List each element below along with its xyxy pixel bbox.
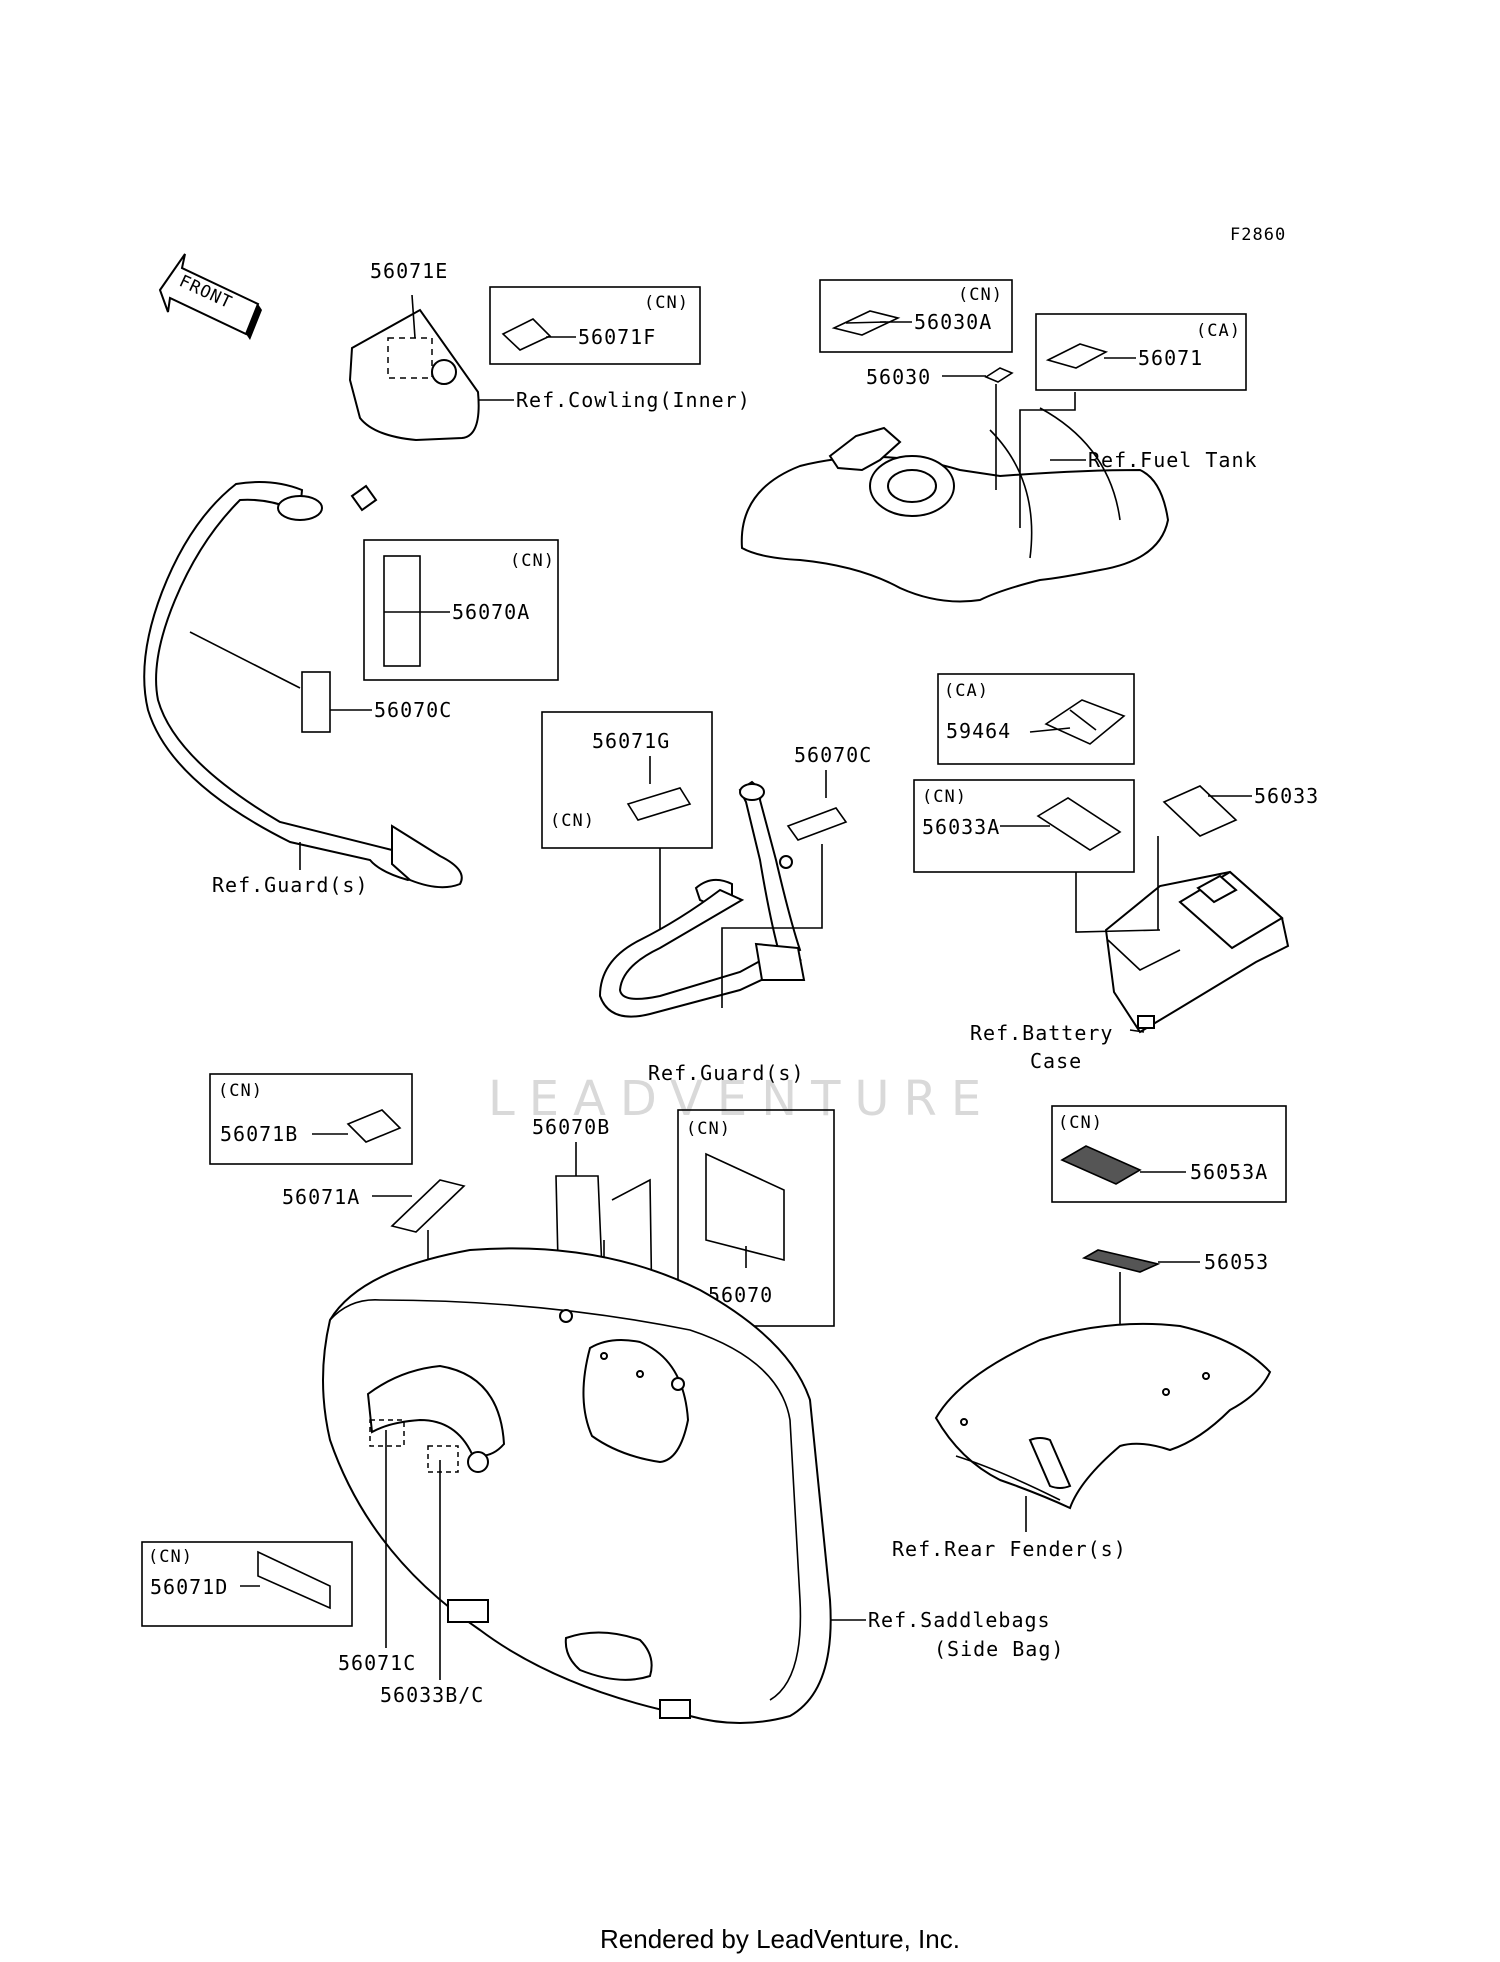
label-56053A: 56053A [1190, 1160, 1268, 1184]
label-56071: 56071 [1138, 346, 1203, 370]
watermark: LEADVENTURE [488, 1071, 995, 1127]
decal-56071A [390, 1179, 466, 1233]
label-56070C-mid: 56070C [794, 743, 872, 767]
qualifier-cn: (CN) [148, 1547, 193, 1567]
label-ref-rear-fender: Ref.Rear Fender(s) [892, 1537, 1127, 1561]
fuel-tank-part [740, 407, 1170, 603]
label-56071F: 56071F [578, 325, 656, 349]
label-56070C-left: 56070C [374, 698, 452, 722]
label-59464: 59464 [946, 719, 1011, 743]
label-56030A: 56030A [914, 310, 992, 334]
label-56030: 56030 [866, 365, 931, 389]
label-ref-saddlebags-1: Ref.Saddlebags [868, 1608, 1051, 1632]
label-56071A: 56071A [282, 1185, 360, 1209]
qualifier-cn: (CN) [550, 811, 595, 831]
label-56071C: 56071C [338, 1651, 416, 1675]
decal-56053 [1081, 1249, 1161, 1273]
decal-56071G [626, 787, 692, 821]
engine-guard-left-part [143, 481, 463, 889]
footer-credit: Rendered by LeadVenture, Inc. [600, 1924, 960, 1954]
label-56033: 56033 [1254, 784, 1319, 808]
label-ref-guard-left: Ref.Guard(s) [212, 873, 369, 897]
qualifier-cn: (CN) [218, 1081, 263, 1101]
label-ref-guard-mid: Ref.Guard(s) [648, 1061, 805, 1085]
qualifier-ca: (CA) [944, 681, 989, 701]
saddlebag-part [322, 1247, 832, 1724]
label-56071E: 56071E [370, 259, 448, 283]
label-56033BC: 56033B/C [380, 1683, 484, 1707]
label-56071G: 56071G [592, 729, 670, 753]
decal-56070C-left [301, 671, 331, 733]
label-56053: 56053 [1204, 1250, 1269, 1274]
qualifier-cn: (CN) [644, 293, 689, 313]
decal-56053A [1060, 1145, 1142, 1185]
decal-56033 [1162, 785, 1238, 837]
decal-56071 [1045, 343, 1109, 369]
battery-case-part [1104, 870, 1290, 1034]
label-ref-fuel-tank: Ref.Fuel Tank [1088, 448, 1258, 472]
front-arrow-icon: FRONT [158, 253, 262, 340]
qualifier-cn: (CN) [510, 551, 555, 571]
callout-box-56030A [819, 279, 1013, 353]
decal-56033A [1036, 797, 1122, 851]
figure-id: F2860 [1230, 225, 1286, 245]
label-56071B: 56071B [220, 1122, 298, 1146]
decal-56070C-mid [786, 807, 848, 841]
label-ref-saddlebags-2: (Side Bag) [934, 1637, 1064, 1661]
callout-box-56071 [1035, 313, 1247, 391]
decal-56071F [501, 318, 552, 351]
cowling-inner-part [348, 308, 480, 442]
decal-56070A [383, 555, 421, 667]
label-ref-battery-2: Case [1030, 1049, 1082, 1073]
label-ref-cowling: Ref.Cowling(Inner) [516, 388, 751, 412]
callout-box-56033A [913, 779, 1135, 873]
decal-56030 [984, 367, 1014, 383]
callout-box-56071D [141, 1541, 353, 1627]
label-ref-battery-1: Ref.Battery [970, 1021, 1113, 1045]
callout-box-56053A [1051, 1105, 1287, 1203]
decal-56070 [705, 1152, 785, 1262]
decal-56071D [257, 1550, 331, 1610]
callout-box-56071F [489, 286, 701, 365]
callout-box-56070A [363, 539, 559, 681]
callout-box-56071B [209, 1073, 413, 1165]
label-56070B: 56070B [532, 1115, 610, 1139]
callout-box-56071G [541, 711, 713, 849]
label-56070A: 56070A [452, 600, 530, 624]
label-56033A: 56033A [922, 815, 1000, 839]
callout-box-59464 [937, 673, 1135, 765]
qualifier-cn: (CN) [922, 787, 967, 807]
engine-guard-middle-part [598, 780, 806, 1018]
qualifier-cn: (CN) [1058, 1113, 1103, 1133]
callout-box-56070 [677, 1109, 835, 1327]
qualifier-cn: (CN) [686, 1119, 731, 1139]
qualifier-ca: (CA) [1196, 321, 1241, 341]
rear-fender-part [934, 1322, 1272, 1510]
label-56071D: 56071D [150, 1575, 228, 1599]
qualifier-cn: (CN) [958, 285, 1003, 305]
decal-56071B [346, 1109, 402, 1143]
